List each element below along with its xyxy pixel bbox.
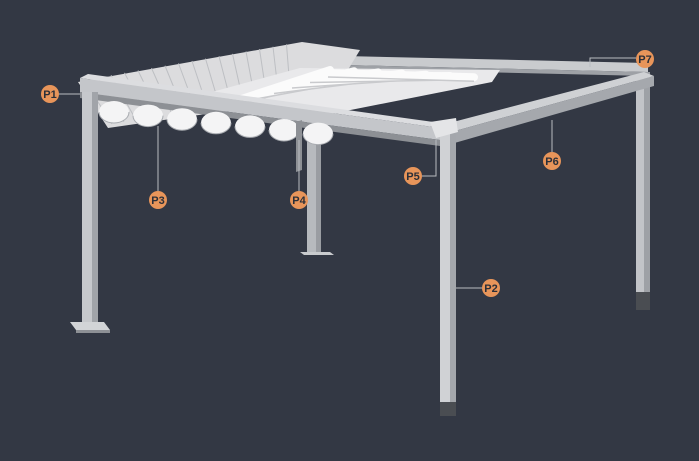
scallop bbox=[99, 101, 129, 123]
leader-lines bbox=[58, 57, 636, 289]
callout-p7-label: P7 bbox=[638, 54, 651, 66]
callout-p3: P3 bbox=[149, 191, 167, 209]
front-left-post bbox=[70, 92, 110, 333]
callout-p4-label: P4 bbox=[292, 195, 306, 207]
callout-p6-label: P6 bbox=[545, 156, 558, 168]
rear-left-post bbox=[300, 118, 334, 255]
scallop-edge bbox=[132, 115, 164, 128]
pleat-tube-shadow bbox=[327, 76, 475, 82]
leader-p7 bbox=[589, 57, 636, 67]
scallop-edge bbox=[302, 133, 334, 146]
rear-right-post bbox=[636, 72, 650, 310]
scallop bbox=[167, 108, 197, 131]
callout-p5-label: P5 bbox=[406, 171, 419, 183]
callout-p4: P4 bbox=[290, 191, 308, 209]
scallop bbox=[235, 115, 265, 138]
scallop bbox=[303, 122, 333, 145]
scallop-edge bbox=[98, 111, 130, 124]
side-beam-right bbox=[430, 72, 654, 146]
callout-p6: P6 bbox=[543, 152, 561, 170]
leader-p5 bbox=[422, 140, 437, 177]
front-scallops bbox=[98, 101, 334, 146]
callout-p2-label: P2 bbox=[484, 283, 497, 295]
scallop-edge bbox=[234, 126, 266, 138]
callout-p3-label: P3 bbox=[151, 195, 164, 207]
scallop-edge bbox=[166, 119, 198, 131]
callout-p7: P7 bbox=[636, 50, 654, 68]
callout-p2: P2 bbox=[482, 279, 500, 297]
scallop bbox=[269, 119, 299, 141]
scallop bbox=[201, 111, 231, 134]
front-right-post bbox=[440, 134, 456, 416]
pleat-tube bbox=[324, 69, 478, 82]
scallop-edge bbox=[200, 122, 232, 135]
scallop bbox=[133, 104, 163, 127]
front-right-corner bbox=[430, 118, 458, 138]
callout-p5: P5 bbox=[404, 167, 422, 185]
callout-p1-label: P1 bbox=[43, 89, 56, 101]
callout-p1: P1 bbox=[41, 85, 59, 103]
